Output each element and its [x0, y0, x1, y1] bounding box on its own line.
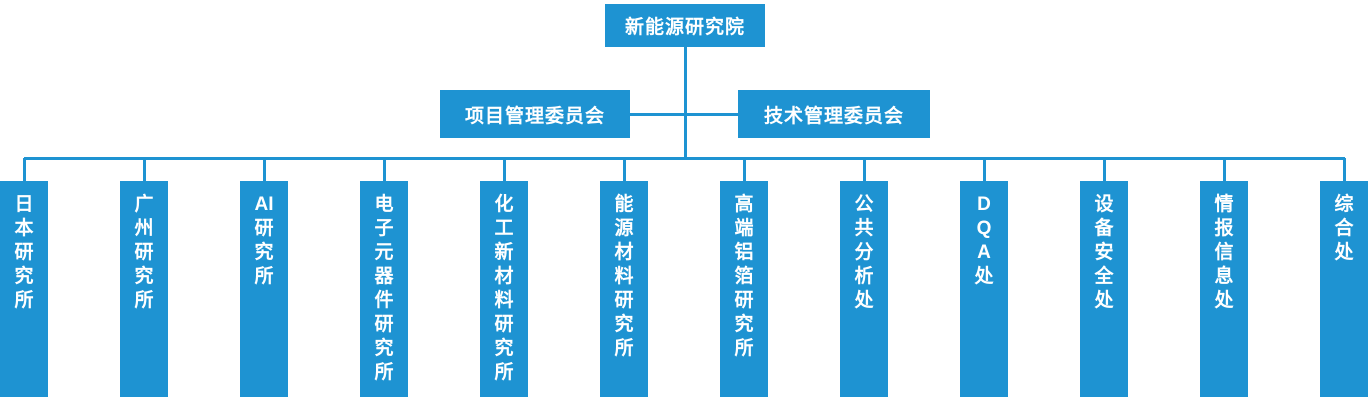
department-label-char: 研 — [134, 242, 154, 263]
department-label-char: 备 — [1094, 218, 1114, 239]
department-label-char: 料 — [614, 266, 634, 287]
committee-node-project-management: 项目管理委员会 — [440, 90, 630, 138]
department-label-char: 源 — [614, 218, 634, 239]
department-label-char: 情 — [1214, 194, 1234, 215]
department-drop-connector — [23, 158, 26, 182]
department-label-char: 研 — [374, 314, 394, 335]
department-label-char: 材 — [494, 266, 514, 287]
department-node-8: 公共分析处 — [840, 181, 888, 397]
department-label-char: 究 — [734, 314, 754, 335]
department-label-char: 究 — [254, 242, 274, 263]
department-drop-connector — [383, 158, 386, 182]
department-drop-connector — [863, 158, 866, 182]
department-label-char: 究 — [134, 266, 154, 287]
department-label-char: 州 — [134, 218, 154, 239]
department-label-char: 子 — [374, 218, 394, 239]
department-label-char: D — [977, 194, 991, 215]
department-label-char: 器 — [374, 266, 394, 287]
department-label-char: 所 — [14, 290, 34, 311]
root-node-label: 新能源研究院 — [624, 17, 745, 38]
department-label-char: 料 — [494, 290, 514, 311]
department-node-2: 广州研究所 — [120, 181, 168, 397]
department-label-char: 处 — [1214, 290, 1234, 311]
department-label-char: 材 — [614, 242, 634, 263]
department-label-char: 设 — [1094, 194, 1114, 215]
department-drop-connector — [503, 158, 506, 182]
department-label-char: 分 — [854, 242, 874, 263]
department-drop-connector — [623, 158, 626, 182]
department-label-char: 息 — [1214, 266, 1234, 287]
department-label-char: 元 — [374, 242, 394, 263]
department-label-char: 全 — [1094, 266, 1114, 287]
department-label-char: 究 — [14, 266, 34, 287]
department-label-char: A — [977, 242, 991, 263]
department-label-char: 信 — [1214, 242, 1234, 263]
department-label-char: 处 — [854, 290, 874, 311]
department-label-char: 广 — [134, 194, 154, 215]
department-label-char: 究 — [614, 314, 634, 335]
root-node: 新能源研究院 — [605, 4, 765, 47]
department-label-char: 析 — [854, 266, 874, 287]
department-label-char: 处 — [974, 266, 994, 287]
department-drop-connector — [1343, 158, 1346, 182]
department-label-char: 日 — [14, 194, 34, 215]
department-node-4: 电子元器件研究所 — [360, 181, 408, 397]
committee-connector-line — [630, 113, 740, 116]
department-node-5: 化工新材料研究所 — [480, 181, 528, 397]
department-label-char: AI — [254, 194, 274, 215]
department-label-char: 处 — [1094, 290, 1114, 311]
department-node-7: 高端铝箔研究所 — [720, 181, 768, 397]
department-label-char: 处 — [1334, 242, 1354, 263]
department-label-char: 所 — [254, 266, 274, 287]
department-label-char: 合 — [1334, 218, 1354, 239]
department-drop-connector — [143, 158, 146, 182]
department-drop-connector — [1103, 158, 1106, 182]
department-label-char: 能 — [614, 194, 634, 215]
department-row-connector — [24, 157, 1345, 160]
department-label-char: 公 — [854, 194, 874, 215]
department-label-char: 所 — [734, 338, 754, 359]
department-label-char: 电 — [374, 194, 394, 215]
department-node-11: 情报信息处 — [1200, 181, 1248, 397]
committee-label: 项目管理委员会 — [464, 105, 605, 127]
department-label-char: 端 — [734, 218, 754, 239]
department-label-char: 高 — [734, 194, 754, 215]
department-label-char: 化 — [494, 194, 514, 215]
department-label-char: 新 — [494, 242, 514, 263]
department-label-char: 共 — [854, 218, 874, 239]
department-label-char: 铝 — [734, 242, 754, 263]
department-label-char: 研 — [254, 218, 274, 239]
department-node-6: 能源材料研究所 — [600, 181, 648, 397]
department-label-char: 箔 — [734, 266, 754, 287]
department-label-char: 研 — [614, 290, 634, 311]
department-drop-connector — [743, 158, 746, 182]
department-drop-connector — [263, 158, 266, 182]
department-label-char: Q — [976, 218, 992, 239]
department-label-char: 研 — [734, 290, 754, 311]
department-label-char: 所 — [494, 362, 514, 383]
department-label-char: 所 — [374, 362, 394, 383]
department-label-char: 报 — [1214, 218, 1234, 239]
department-drop-connector — [983, 158, 986, 182]
department-node-1: 日本研究所 — [0, 181, 48, 397]
department-label-char: 工 — [494, 218, 514, 239]
committee-label: 技术管理委员会 — [763, 105, 904, 127]
department-node-12: 综合处 — [1320, 181, 1368, 397]
root-trunk-connector — [684, 46, 687, 158]
department-label-char: 本 — [14, 218, 34, 239]
department-label-char: 究 — [374, 338, 394, 359]
department-label-char: 究 — [494, 338, 514, 359]
department-label-char: 研 — [14, 242, 34, 263]
department-drop-connector — [1223, 158, 1226, 182]
department-label-char: 件 — [374, 290, 394, 311]
department-label-char: 研 — [494, 314, 514, 335]
department-label-char: 所 — [134, 290, 154, 311]
committee-node-technology-management: 技术管理委员会 — [738, 90, 930, 138]
department-node-3: AI 研究所 — [240, 181, 288, 397]
department-node-10: 设备安全处 — [1080, 181, 1128, 397]
department-label-char: 安 — [1094, 242, 1114, 263]
department-label-char: 所 — [614, 338, 634, 359]
department-label-char: 综 — [1334, 194, 1354, 215]
